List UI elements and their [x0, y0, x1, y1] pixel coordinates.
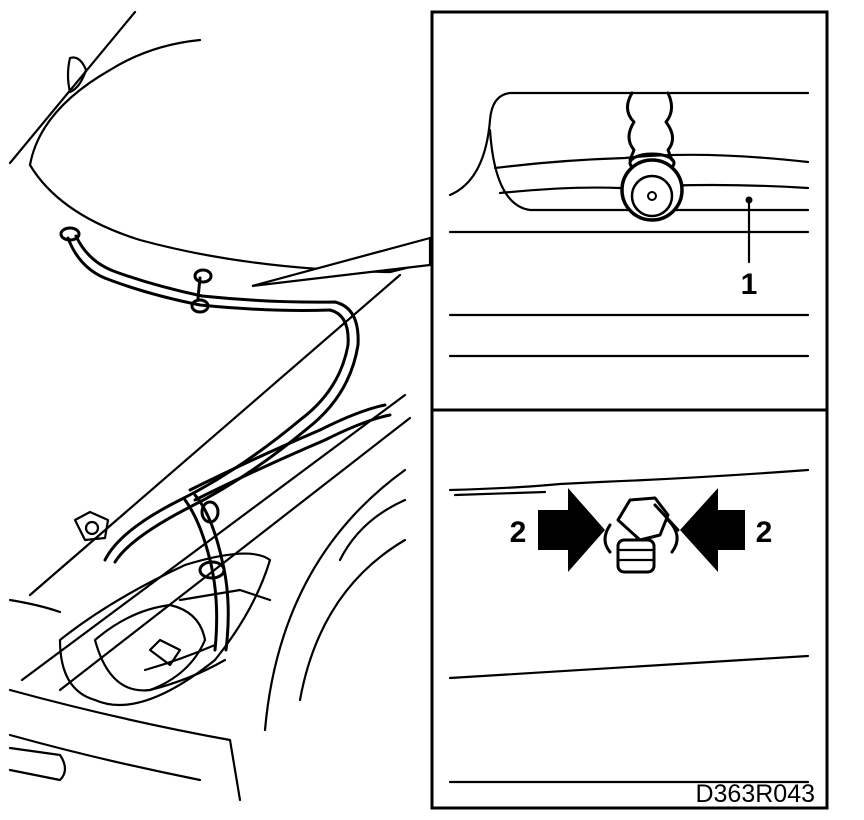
car-front-illustration [8, 10, 432, 802]
zoom-pointer [251, 236, 432, 288]
detail-panel-top: 1 [430, 10, 829, 412]
callout-2-left: 2 [510, 516, 527, 549]
callout-2-right: 2 [756, 516, 773, 549]
drawing-id-label: D363R043 [695, 780, 815, 808]
press-arrow-left [538, 488, 605, 572]
detail-panel-bottom: 2 2 D363R043 [430, 408, 829, 810]
callout-1: 1 [741, 268, 758, 301]
press-arrow-right [680, 488, 745, 572]
